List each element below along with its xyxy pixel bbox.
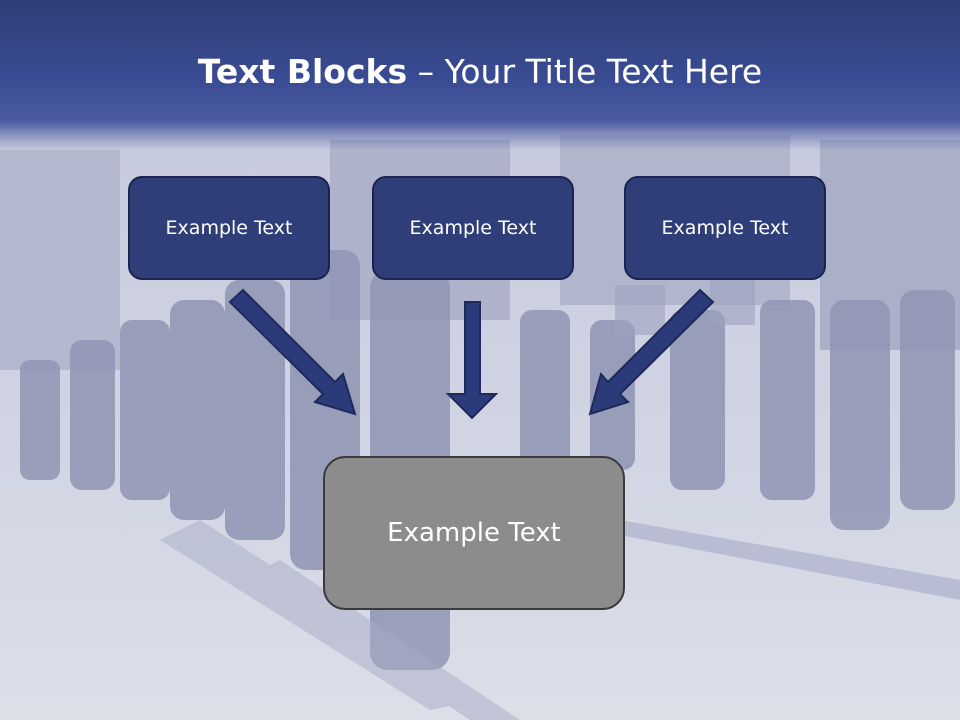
text-block-label: Example Text [387, 518, 561, 548]
arrow-left [228, 288, 357, 416]
title-bar [0, 0, 960, 150]
arrow-center [445, 301, 499, 420]
text-block-top-left[interactable]: Example Text [128, 176, 330, 280]
title-rest: – Your Title Text Here [407, 52, 763, 91]
text-block-bottom[interactable]: Example Text [323, 456, 625, 610]
text-block-top-center[interactable]: Example Text [372, 176, 574, 280]
page-title: Text Blocks – Your Title Text Here [0, 52, 960, 91]
text-block-label: Example Text [409, 217, 537, 239]
title-bold: Text Blocks [197, 52, 408, 91]
text-block-label: Example Text [165, 217, 293, 239]
text-block-top-right[interactable]: Example Text [624, 176, 826, 280]
text-block-label: Example Text [661, 217, 789, 239]
arrow-right [588, 288, 715, 416]
